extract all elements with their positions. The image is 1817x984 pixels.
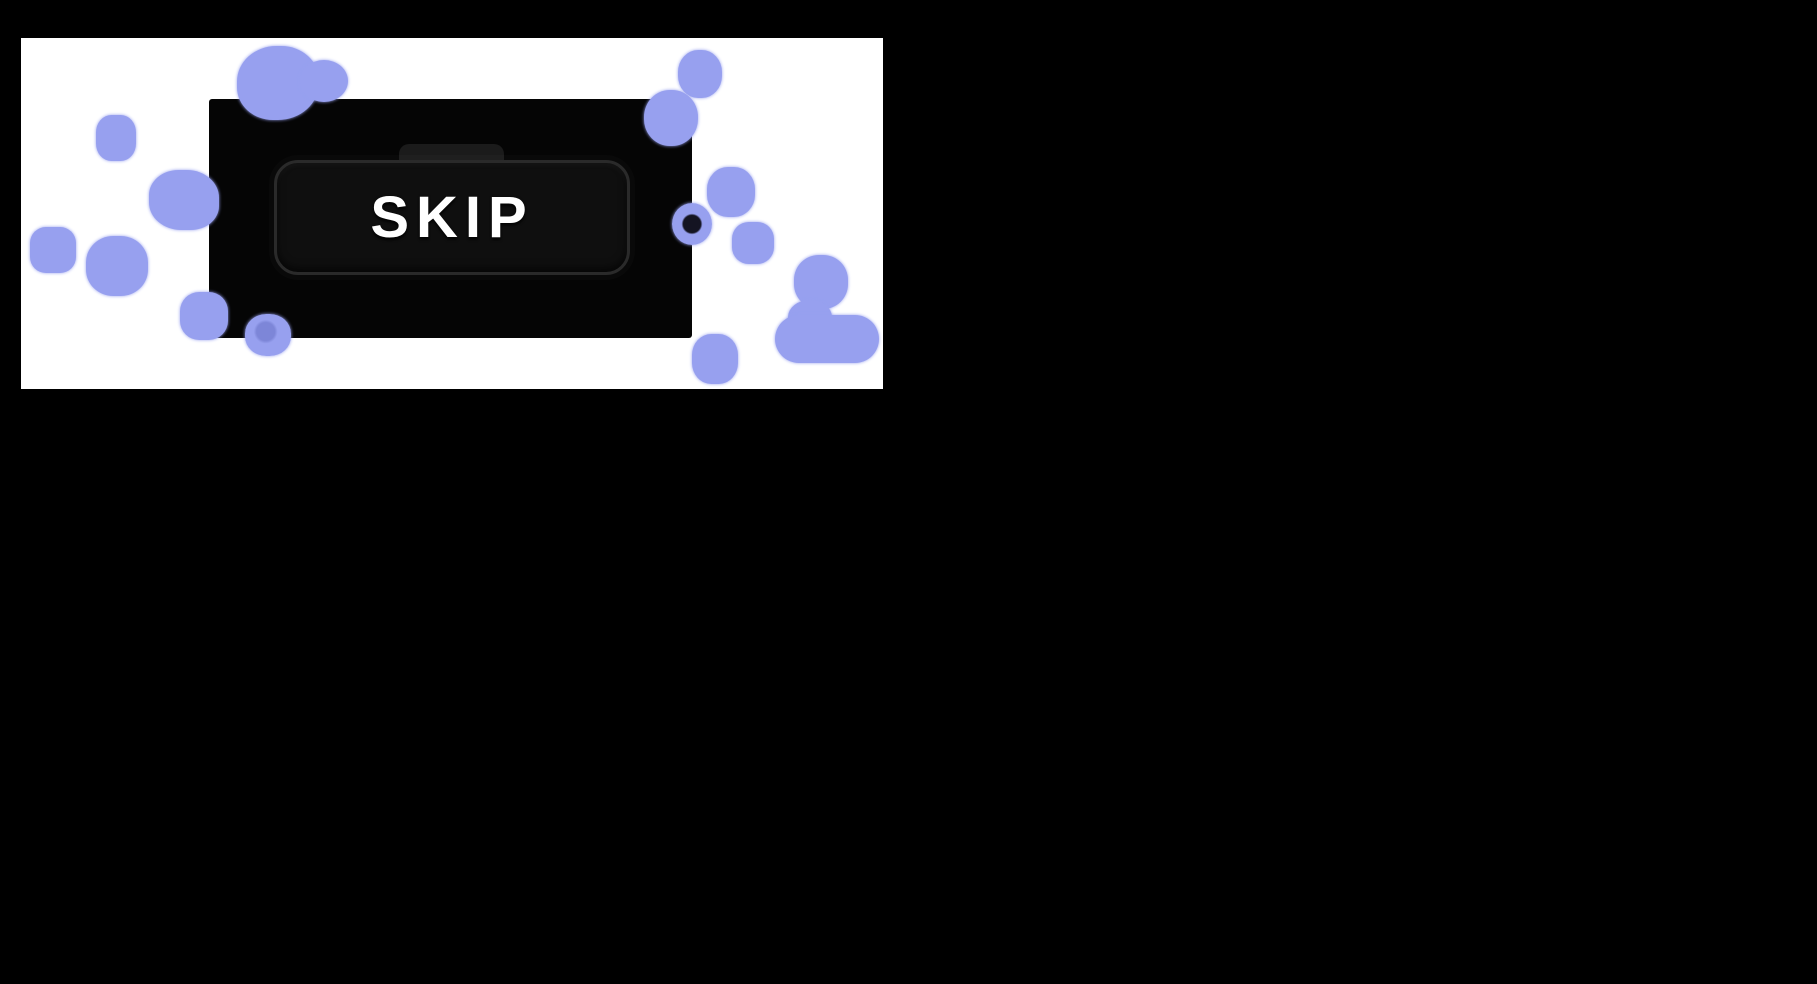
paint-splat — [692, 334, 738, 384]
paint-splat — [788, 300, 832, 334]
paint-splat — [300, 60, 348, 102]
paint-splat — [794, 255, 848, 309]
paint-splat — [86, 236, 148, 296]
game-canvas: SKIP — [21, 38, 883, 389]
paint-splat — [732, 222, 774, 264]
paint-splat — [678, 50, 722, 98]
paint-splat — [96, 115, 136, 161]
paint-splat — [707, 167, 755, 217]
paint-splat — [30, 227, 76, 273]
skip-button[interactable]: SKIP — [274, 160, 630, 275]
paint-splat — [775, 315, 879, 363]
skip-button-label: SKIP — [370, 185, 534, 250]
